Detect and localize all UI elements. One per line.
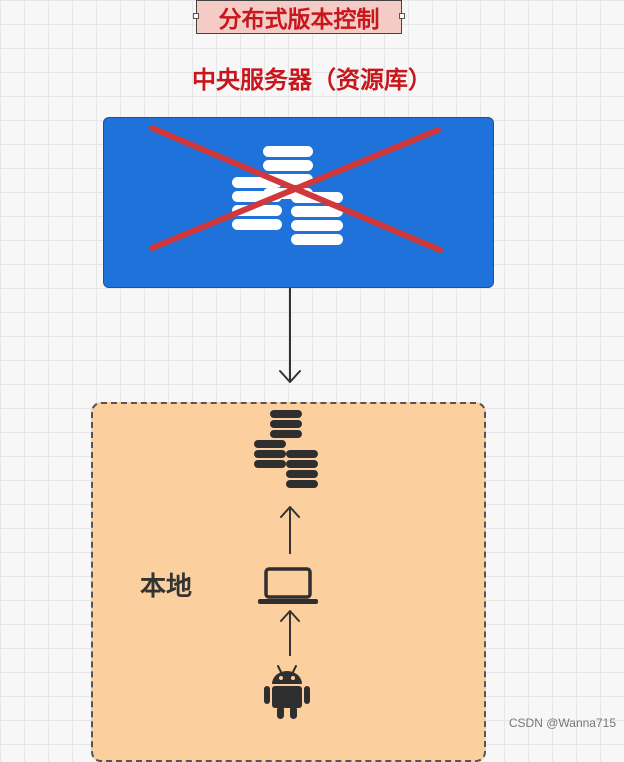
diagram-title-box[interactable]: 分布式版本控制 (196, 0, 402, 34)
arrow-up-icon (280, 610, 300, 656)
android-icon (264, 665, 310, 719)
cross-out-mark (149, 125, 443, 253)
local-label: 本地 (140, 572, 193, 602)
laptop-icon (258, 567, 318, 604)
watermark: CSDN @Wanna715 (508, 716, 616, 730)
database-stack-icon (254, 410, 318, 488)
selection-handle[interactable] (399, 13, 405, 19)
arrow-down-icon (279, 288, 301, 383)
arrow-up-icon (280, 506, 300, 554)
selection-handle[interactable] (193, 13, 199, 19)
database-stack-icon (232, 146, 343, 245)
diagram-title: 分布式版本控制 (218, 7, 380, 33)
central-server-label: 中央服务器（资源库） (192, 66, 432, 94)
